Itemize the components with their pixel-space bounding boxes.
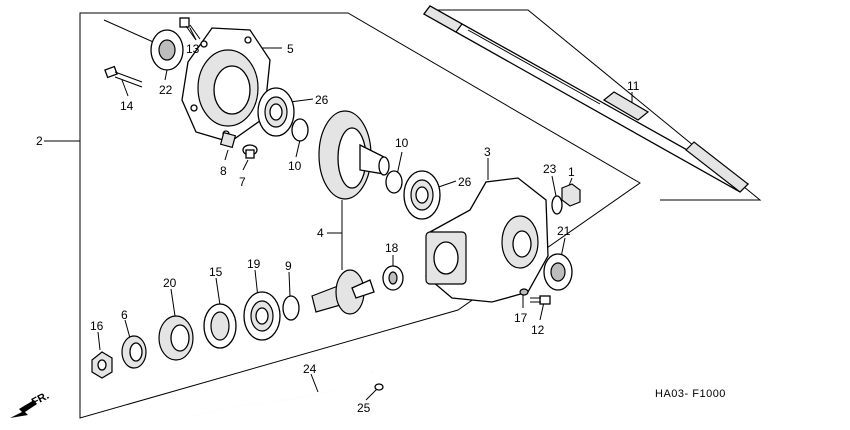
callout-7: 7 — [239, 175, 246, 189]
bearing-19 — [243, 291, 281, 341]
collar-15 — [203, 303, 237, 349]
callout-26-upper: 26 — [315, 93, 329, 107]
callout-23: 23 — [543, 162, 557, 176]
front-arrow-icon: FR. — [10, 390, 51, 418]
bolt-14 — [104, 65, 143, 88]
shim-9 — [282, 295, 300, 321]
pinion-shaft — [311, 269, 375, 315]
bearing-22 — [150, 29, 184, 71]
bearing-26b — [403, 170, 441, 220]
bolt-13 — [179, 17, 201, 41]
front-label: FR. — [30, 390, 51, 409]
clip-25 — [374, 383, 384, 391]
assembly-frame — [44, 12, 641, 419]
gear-case-cover — [181, 27, 271, 143]
shim-10a — [291, 118, 309, 142]
callout-22: 22 — [159, 83, 173, 97]
callout-12: 12 — [531, 323, 545, 337]
nut-1 — [561, 183, 581, 207]
shim-10b — [385, 170, 403, 194]
callout-8: 8 — [220, 164, 227, 178]
callout-4: 4 — [317, 226, 324, 240]
ring-gear — [318, 110, 390, 200]
callout-11: 11 — [627, 79, 640, 93]
callout-10-lower: 10 — [395, 136, 409, 150]
callout-26-lower: 26 — [458, 175, 472, 189]
drive-shaft — [423, 5, 750, 193]
callout-labels: 1 2 3 4 5 6 7 8 9 10 10 11 12 13 14 15 1… — [36, 42, 640, 415]
diagram-code: HA03- F1000 — [655, 388, 726, 400]
callout-13: 13 — [186, 42, 200, 56]
plug-7 — [242, 144, 258, 159]
needle-bearing-18 — [382, 265, 404, 291]
callout-21: 21 — [557, 224, 571, 238]
joint-6 — [121, 335, 147, 369]
shaft-frame — [432, 9, 762, 201]
callout-1: 1 — [568, 165, 575, 179]
callout-10-upper: 10 — [288, 159, 302, 173]
callout-2: 2 — [36, 134, 43, 148]
breather-tube — [194, 371, 373, 417]
callout-14: 14 — [120, 99, 134, 113]
callout-24: 24 — [303, 362, 317, 376]
oil-seal-21 — [543, 253, 573, 291]
callout-17: 17 — [514, 311, 528, 325]
bearing-26a — [257, 87, 295, 137]
callout-20: 20 — [163, 276, 177, 290]
washer-23 — [551, 195, 563, 215]
oil-seal-20 — [158, 315, 194, 361]
plate-8 — [219, 131, 237, 149]
bolt-12 — [530, 295, 551, 305]
callout-19: 19 — [247, 257, 261, 271]
callout-3: 3 — [484, 145, 491, 159]
washer-17 — [519, 288, 529, 296]
callout-15: 15 — [209, 265, 223, 279]
callout-18: 18 — [385, 241, 399, 255]
callout-25: 25 — [357, 401, 371, 415]
callout-6: 6 — [121, 308, 128, 322]
nut-16 — [91, 351, 113, 379]
callout-9: 9 — [285, 259, 292, 273]
callout-16: 16 — [90, 319, 104, 333]
final-gear-case — [425, 177, 549, 303]
callout-5: 5 — [287, 42, 294, 56]
